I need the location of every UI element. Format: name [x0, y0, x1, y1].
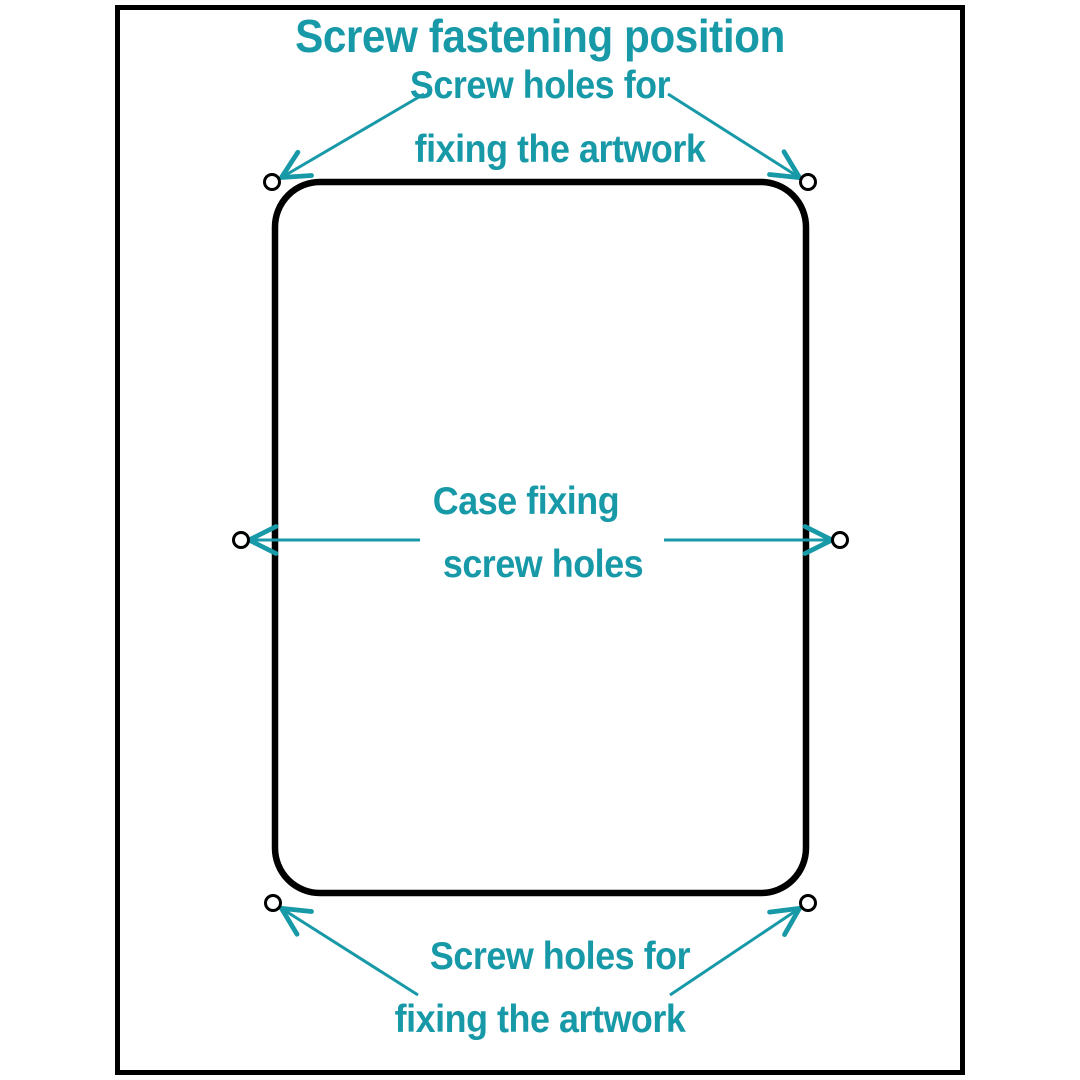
leader-arrow-top-left	[279, 92, 425, 180]
outer-frame	[115, 5, 965, 1075]
annotation-middle-line2: screw holes	[442, 543, 644, 586]
screw-hole-top-right	[799, 173, 817, 191]
screw-hole-middle-right	[831, 531, 849, 549]
screw-hole-middle-left	[232, 531, 250, 549]
screw-hole-top-left	[263, 173, 281, 191]
case-outline	[271, 178, 810, 897]
leader-arrow-bottom-left	[279, 905, 419, 997]
leader-arrow-bottom-right	[669, 905, 802, 997]
annotation-bottom-line2: fixing the artwork	[394, 998, 686, 1041]
leader-arrow-top-right	[667, 92, 802, 181]
screw-hole-bottom-left	[264, 894, 282, 912]
annotation-bottom-line1: Screw holes for	[429, 935, 691, 978]
annotation-top-line2: fixing the artwork	[414, 128, 706, 171]
annotation-top-line1: Screw holes for	[409, 64, 671, 107]
diagram-title: Screw fastening position	[295, 10, 785, 62]
annotation-middle-line1: Case fixing	[432, 480, 620, 523]
screw-hole-bottom-right	[799, 894, 817, 912]
